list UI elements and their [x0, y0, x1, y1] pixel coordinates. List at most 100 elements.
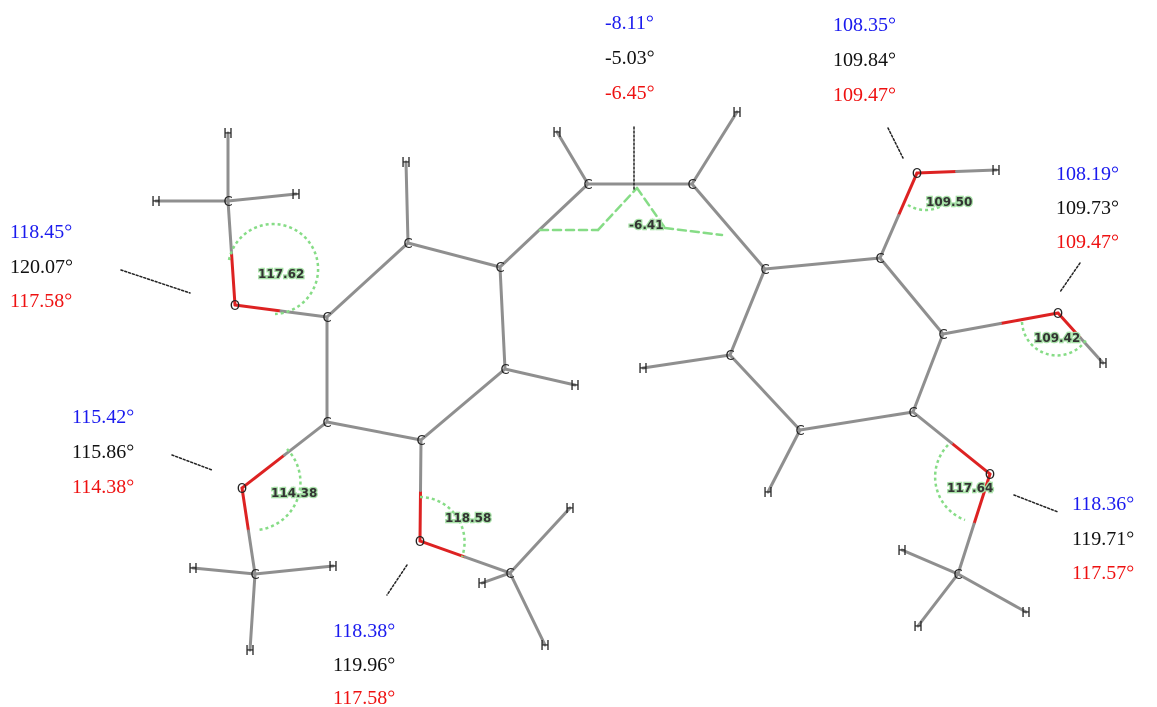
- bond-O1-Cm1: [230, 251, 237, 307]
- atom-C4: C: [500, 363, 509, 378]
- value-blue: 118.36°: [1072, 493, 1134, 515]
- bond-D1-D2: [763, 256, 882, 271]
- value-black: 119.96°: [333, 654, 395, 676]
- atom-Cm3: C: [505, 567, 514, 582]
- bond-O6-Cm6: [972, 472, 992, 526]
- value-black: -5.03°: [605, 47, 655, 69]
- atom-Hm3b: H: [477, 577, 487, 592]
- atom-Hb: H: [732, 106, 742, 121]
- atom-O6: O: [985, 468, 995, 483]
- bond-D3-D4: [911, 332, 945, 414]
- atom-D5: C: [795, 424, 804, 439]
- bond-D4-D5: [798, 410, 915, 432]
- bond-D2-D3: [878, 256, 945, 336]
- value-blue: 118.45°: [10, 221, 72, 243]
- bond-O4-HO4: [915, 170, 958, 175]
- angle-arc-118-58: [419, 495, 466, 558]
- leader-line-3: [386, 564, 408, 596]
- leader-line-5: [887, 127, 904, 159]
- atom-D4: C: [908, 406, 917, 421]
- bond-D5-D6: [728, 353, 802, 432]
- leader-line-6: [1059, 262, 1081, 293]
- angle-arc-114-38: [257, 448, 302, 532]
- angle-annotations: -8.11° -5.03° -6.45° 108.35° 109.84° 109…: [10, 12, 1134, 707]
- bond-O1-C1: [233, 303, 283, 313]
- value-red: 109.47°: [1056, 231, 1119, 253]
- bond-O3-Cm3: [463, 555, 512, 575]
- bond-O2-C2: [240, 453, 286, 490]
- angle-arc-117-64: [933, 444, 966, 522]
- bond-Cm6-Hm6c: [956, 572, 1028, 614]
- bond-O3-Cm3: [418, 539, 467, 559]
- atom-Hm6b: H: [913, 620, 923, 635]
- atom-HO4: H: [991, 164, 1001, 179]
- bond-O2-Cm2: [247, 529, 257, 576]
- atom-Ca: C: [583, 178, 592, 193]
- atom-H5: H: [401, 156, 411, 171]
- atom-HD5: H: [763, 486, 773, 501]
- value-black: 109.73°: [1056, 197, 1119, 219]
- annotation-methoxy-left-mid: 115.42° 115.86° 114.38°: [72, 406, 134, 498]
- bond-C6-H5: [404, 160, 410, 245]
- bond-C4-H2: [503, 367, 577, 387]
- atom-C3: C: [416, 434, 425, 449]
- atom-D3: C: [938, 328, 947, 343]
- atom-D6: C: [725, 349, 734, 364]
- angle-label-dihedral: -6.41: [629, 218, 664, 232]
- atom-Hm3c: H: [540, 639, 550, 654]
- dihedral-dash: [663, 226, 724, 237]
- angle-label-114-38: 114.38: [271, 486, 317, 500]
- atom-Cb: C: [687, 178, 696, 193]
- bond-Cm1-Hm1c: [226, 192, 298, 203]
- angle-label-117-62: 117.62: [258, 267, 304, 281]
- atom-Hm6a: H: [897, 544, 907, 559]
- bond-O5-D3: [941, 322, 1002, 336]
- value-blue: 118.38°: [333, 620, 395, 642]
- bond-O4-D2: [878, 214, 900, 260]
- atom-O1: O: [230, 299, 240, 314]
- atom-Ha: H: [552, 126, 562, 141]
- bond-C2-C3: [325, 420, 423, 442]
- value-red: 117.57°: [1072, 562, 1134, 584]
- leader-lines: [120, 126, 1081, 596]
- bond-Cm3-Hm3c: [508, 571, 547, 647]
- bond-O3-C3: [418, 489, 422, 543]
- bond-Cm3-Hm3a: [508, 506, 572, 575]
- bond-O2-Cm2: [240, 486, 250, 533]
- bond-C5-C6: [406, 241, 502, 269]
- bond-Cb-D1: [690, 182, 767, 271]
- value-blue: -8.11°: [605, 12, 654, 34]
- bond-O3-C3: [419, 438, 423, 492]
- value-blue: 108.19°: [1056, 163, 1119, 185]
- bond-O5-HO5: [1056, 311, 1082, 340]
- atom-O4: O: [912, 167, 922, 182]
- value-red: 114.38°: [72, 476, 134, 498]
- atom-Hm2b: H: [328, 560, 338, 575]
- bond-C3-C4: [419, 367, 507, 442]
- atom-C5: C: [495, 261, 504, 276]
- atom-C1: C: [322, 311, 331, 326]
- atom-Hm3a: H: [565, 502, 575, 517]
- value-black: 109.84°: [833, 49, 896, 71]
- annotation-methoxy-left-bottom: 118.38° 119.96° 117.58°: [333, 620, 395, 707]
- value-blue: 108.35°: [833, 14, 896, 36]
- bond-O4-D2: [897, 171, 919, 217]
- value-red: 117.58°: [10, 290, 72, 312]
- bond-Cm2-Hm2a: [191, 566, 257, 576]
- leader-line-2: [171, 454, 213, 471]
- angle-label-109-42: 109.42: [1034, 331, 1080, 345]
- atom-D1: C: [760, 263, 769, 278]
- atom-HD6: H: [638, 362, 648, 377]
- bond-C6-C1: [325, 241, 410, 319]
- bond-Cm2-Hm2b: [253, 564, 335, 576]
- atom-Cm1: C: [223, 195, 232, 210]
- angle-arc-109-50: [907, 197, 952, 212]
- bond-Cm6-Hm6a: [900, 548, 960, 576]
- annotation-dihedral-top: -8.11° -5.03° -6.45°: [605, 12, 655, 104]
- atom-Hm2a: H: [188, 562, 198, 577]
- value-black: 119.71°: [1072, 528, 1134, 550]
- angle-labels: 117.62 114.38 118.58 -6.41 109.50 109.42…: [257, 194, 1082, 527]
- annotation-methoxy-left-top: 118.45° 120.07° 117.58°: [10, 221, 73, 312]
- value-black: 120.07°: [10, 256, 73, 278]
- angle-label-109-50: 109.50: [926, 195, 972, 209]
